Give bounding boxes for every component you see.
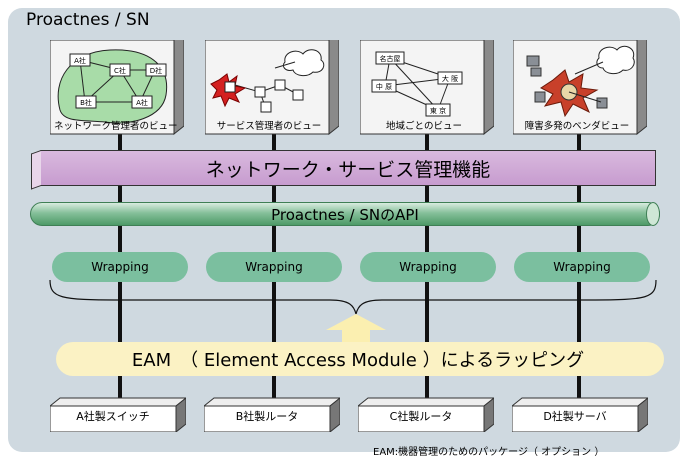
wrapping-pill-4: Wrapping — [514, 252, 650, 282]
view-vendor: 障害多発のベンダビュー — [513, 40, 647, 136]
wrapping-pill-2: Wrapping — [206, 252, 342, 282]
view-box-vendor — [513, 40, 647, 136]
wrapping-pill-1: Wrapping — [52, 252, 188, 282]
device-switch-a: A社製スイッチ — [50, 396, 186, 432]
brace-line — [49, 279, 657, 315]
view-label-regional: 地域ごとのビュー — [386, 121, 462, 132]
view-network-admin: A社 C社 D社 B社 A社 ネットワーク管理者のビュー — [50, 40, 184, 136]
diagram-title: Proactnes / SN — [26, 10, 150, 30]
node-a2: A社 — [136, 98, 148, 107]
view-box-regional: 名古屋 大 阪 中 原 東 京 — [360, 40, 494, 136]
eam-label: EAM （ Element Access Module ）によるラッピング — [131, 350, 585, 371]
eam-band: EAM （ Element Access Module ）によるラッピング — [56, 342, 664, 376]
node-b: B社 — [80, 98, 92, 107]
management-function-band: ネットワーク・サービス管理機能 — [40, 150, 656, 186]
node-osaka: 大 阪 — [442, 74, 458, 83]
node-c: C社 — [114, 66, 126, 75]
view-box-network-admin: A社 C社 D社 B社 A社 — [50, 40, 184, 136]
device-router-c: C社製ルータ — [358, 396, 494, 432]
view-regional: 名古屋 大 阪 中 原 東 京 地域ごとのビュー — [360, 40, 494, 136]
device-router-b: B社製ルータ — [204, 396, 340, 432]
node-d: D社 — [150, 66, 162, 75]
node-nagoya: 名古屋 — [380, 54, 401, 63]
device-server-d: D社製サーバ — [512, 396, 648, 432]
up-arrow-icon — [326, 314, 386, 346]
node-nakahara: 中 原 — [376, 82, 392, 91]
api-pipe-end — [646, 202, 660, 226]
device-label-a: A社製スイッチ — [76, 410, 150, 423]
node-tokyo: 東 京 — [430, 106, 446, 115]
view-box-service-admin — [205, 40, 339, 136]
device-label-c: C社製ルータ — [389, 410, 453, 423]
node-a1: A社 — [74, 56, 86, 65]
device-label-b: B社製ルータ — [235, 410, 299, 423]
view-label-service-admin: サービス管理者のビュー — [216, 121, 322, 132]
wrapping-pill-3: Wrapping — [360, 252, 496, 282]
view-label-vendor: 障害多発のベンダビュー — [524, 121, 630, 132]
view-service-admin: サービス管理者のビュー — [205, 40, 339, 136]
footnote: EAM:機器管理のためのパッケージ（ オプション ） — [373, 447, 605, 458]
view-label-network-admin: ネットワーク管理者のビュー — [54, 121, 178, 132]
device-label-d: D社製サーバ — [543, 410, 607, 423]
